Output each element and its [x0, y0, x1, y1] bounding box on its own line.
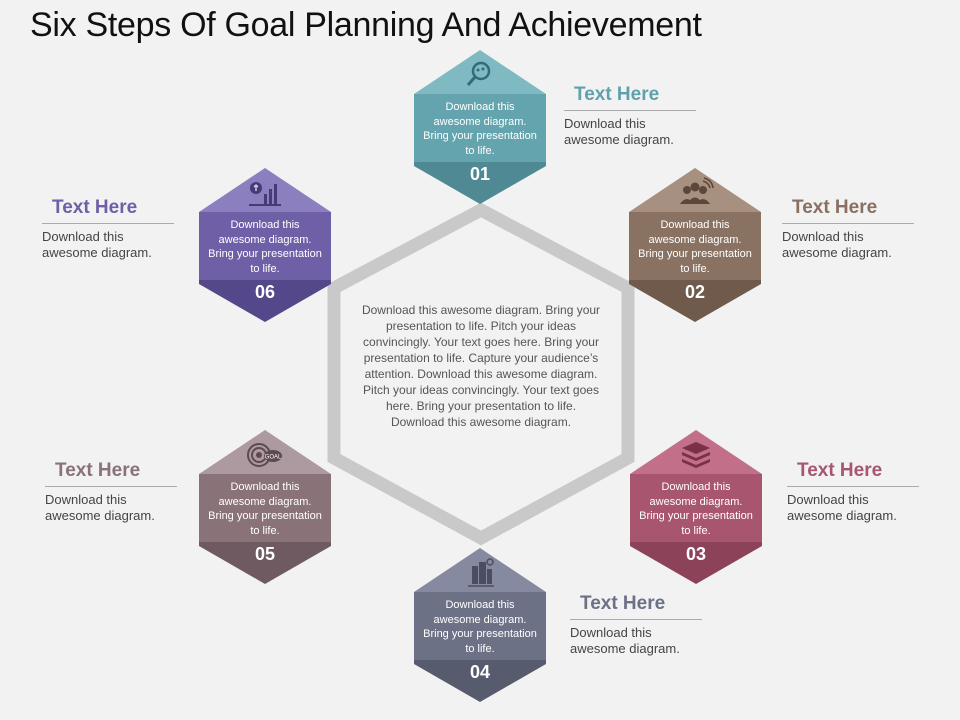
hexagon-shape [629, 168, 761, 322]
callout-heading: Text Here [55, 460, 141, 481]
callout-heading: Text Here [574, 84, 660, 105]
step-03-hexagon: Download this awesome diagram. Bring you… [630, 430, 762, 584]
center-description: Download this awesome diagram. Bring you… [361, 303, 601, 429]
step-text: Download this awesome diagram. Bring you… [638, 219, 752, 275]
callout-divider [570, 619, 702, 620]
callout-divider [42, 223, 174, 224]
callout-text: Download this awesome diagram. [564, 116, 674, 147]
callout-text: Download this awesome diagram. [45, 492, 155, 523]
callout-text: Download this awesome diagram. [782, 229, 892, 260]
step-text: Download this awesome diagram. Bring you… [639, 481, 753, 537]
callout-heading: Text Here [792, 197, 878, 218]
callout-heading: Text Here [797, 460, 883, 481]
step-04-hexagon: Download this awesome diagram. Bring you… [414, 548, 546, 702]
callout-text: Download this awesome diagram. [570, 625, 680, 656]
callout-divider [782, 223, 914, 224]
step-number: 06 [254, 282, 276, 302]
callout-heading: Text Here [580, 593, 666, 614]
callout-heading: Text Here [52, 197, 138, 218]
callout-text: Download this awesome diagram. [787, 492, 897, 523]
hexagon-shape [630, 430, 762, 584]
buildings-icon [468, 558, 494, 587]
callout-divider [564, 110, 696, 111]
step-text: Download this awesome diagram. Bring you… [208, 219, 322, 275]
center-hexagon-outline [327, 202, 635, 546]
callout-divider [787, 486, 919, 487]
step-02-hexagon: Download this awesome diagram. Bring you… [629, 168, 761, 322]
goal-icon: GOAL [247, 443, 282, 467]
callout-text: Download this awesome diagram. [42, 229, 152, 260]
svg-text:GOAL: GOAL [265, 455, 282, 461]
hexagon-shape [199, 168, 331, 322]
step-text: Download this awesome diagram. Bring you… [423, 599, 537, 655]
growth-chart-icon [249, 182, 281, 206]
hexagon-shape [414, 50, 546, 204]
step-number: 03 [685, 544, 707, 564]
team-icon [680, 177, 714, 204]
step-number: 04 [469, 662, 491, 682]
search-icon [466, 61, 491, 86]
callout-divider [45, 486, 177, 487]
step-number: 01 [469, 164, 491, 184]
step-number: 02 [684, 282, 706, 302]
page-title: Six Steps Of Goal Planning And Achieveme… [30, 6, 702, 44]
step-05-hexagon: GOAL Download this awesome diagram. Bring… [199, 430, 331, 584]
step-text: Download this awesome diagram. Bring you… [423, 101, 537, 157]
layers-icon [682, 442, 710, 468]
step-06-hexagon: Download this awesome diagram. Bring you… [199, 168, 331, 322]
step-number: 05 [254, 544, 276, 564]
step-01-hexagon: Download this awesome diagram. Bring you… [414, 50, 546, 204]
step-text: Download this awesome diagram. Bring you… [208, 481, 322, 537]
